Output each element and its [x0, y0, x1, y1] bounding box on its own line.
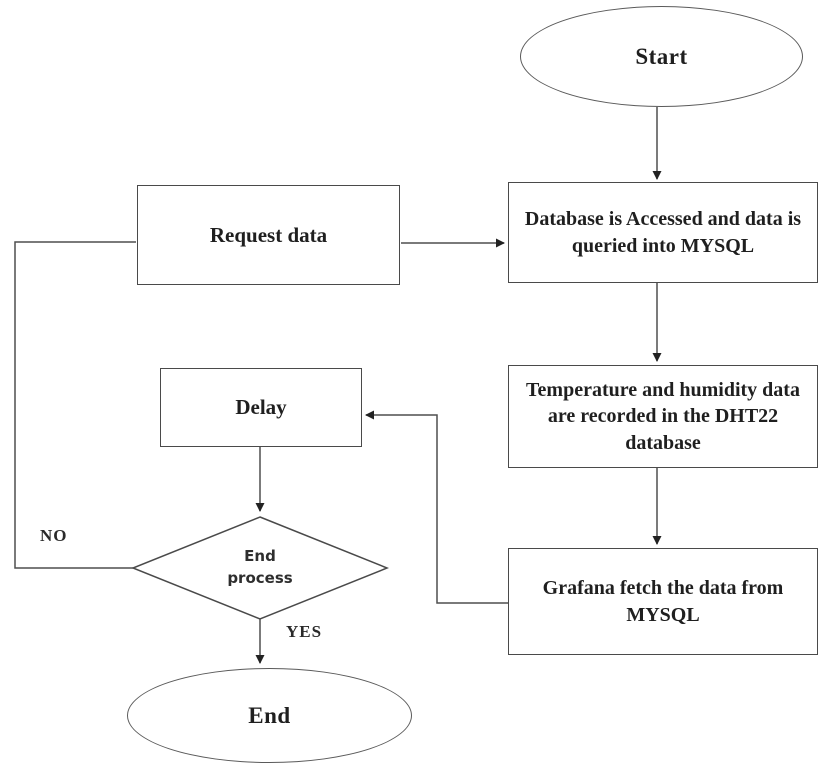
end-node-label: End [248, 702, 291, 728]
edge-decision-no-to-request [14, 241, 136, 569]
yes-branch-label: YES [286, 622, 322, 642]
grafana-fetch-node-label: Grafana fetch the data from MYSQL [542, 577, 784, 626]
start-node: Start [520, 6, 803, 107]
delay-node-label: Delay [235, 395, 287, 419]
decision-node-label-wrap: End process [220, 538, 300, 598]
record-data-node: Temperature and humidity data are record… [508, 365, 818, 468]
decision-node-label: End process [227, 547, 293, 587]
end-node: End [127, 668, 412, 763]
start-node-label: Start [635, 43, 688, 69]
no-branch-label: NO [40, 526, 68, 546]
edge-grafana-to-delay [365, 410, 508, 604]
request-data-node: Request data [137, 185, 400, 285]
grafana-fetch-node: Grafana fetch the data from MYSQL [508, 548, 818, 655]
yes-branch-label-text: YES [286, 622, 323, 641]
database-access-node: Database is Accessed and data is queried… [508, 182, 818, 283]
delay-node: Delay [160, 368, 362, 447]
request-data-node-label: Request data [209, 222, 328, 247]
database-access-node-label: Database is Accessed and data is queried… [524, 208, 802, 257]
decision-diamond-shape [130, 516, 390, 620]
record-data-node-label: Temperature and humidity data are record… [526, 378, 800, 454]
no-branch-label-text: NO [40, 526, 68, 545]
